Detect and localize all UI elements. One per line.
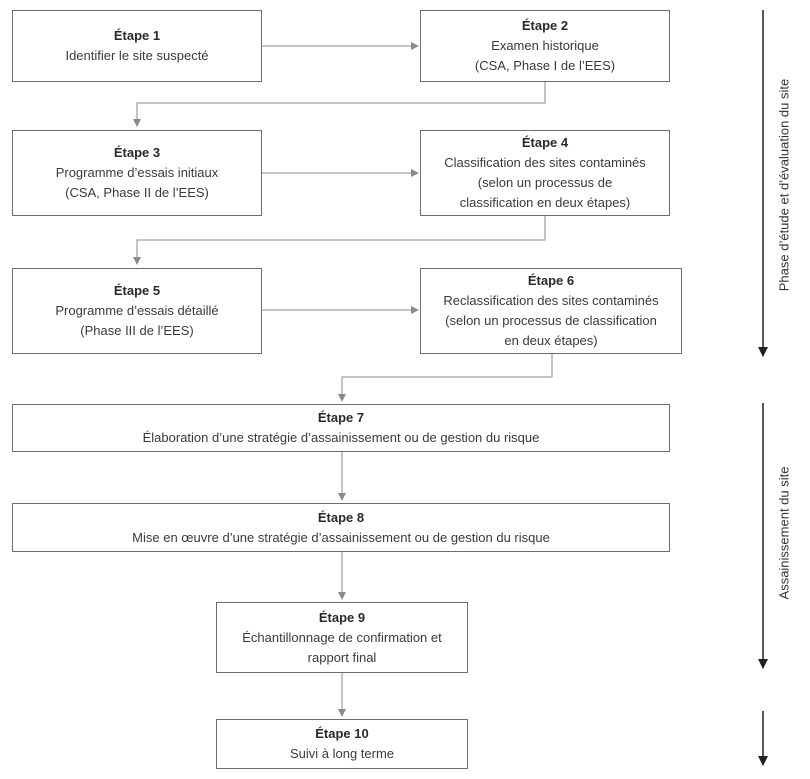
step-8-box: Étape 8 Mise en œuvre d’une stratégie d’…	[12, 503, 670, 552]
step-4-title: Étape 4	[521, 135, 569, 150]
step-6-box: Étape 6 Reclassification des sites conta…	[420, 268, 682, 354]
step-2-box: Étape 2 Examen historique (CSA, Phase I …	[420, 10, 670, 82]
step-9-line: rapport final	[307, 649, 377, 665]
arrow-step6-step7	[338, 353, 553, 402]
step-7-box: Étape 7 Élaboration d’une stratégie d’as…	[12, 404, 670, 452]
step-7-line: Élaboration d’une stratégie d’assainisse…	[142, 430, 540, 445]
step-7-title: Étape 7	[317, 410, 365, 425]
step-5-title: Étape 5	[113, 283, 161, 298]
step-8-title: Étape 8	[317, 509, 365, 525]
step-8-line: Mise en œuvre d’une stratégie d’assainis…	[132, 529, 550, 545]
step-2-title: Étape 2	[521, 18, 569, 33]
step-6-line: Reclassification des sites contaminés	[443, 293, 659, 308]
step-2-line: (CSA, Phase I de l’EES)	[474, 58, 616, 73]
step-10-line: Suivi à long terme	[289, 746, 395, 761]
step-4-box: Étape 4 Classification des sites contami…	[420, 130, 670, 216]
step-3-box: Étape 3 Programme d’essais initiaux (CSA…	[12, 130, 262, 216]
step-5-line: Programme d’essais détaillé	[55, 303, 219, 318]
step-4-line: classification en deux étapes)	[459, 195, 631, 210]
step-3-line: Programme d’essais initiaux	[55, 165, 219, 180]
phase-label-remediation: Assainissement du site	[776, 466, 792, 600]
step-3-title: Étape 3	[113, 145, 161, 160]
step-10-box: Étape 10 Suivi à long terme	[216, 719, 468, 769]
step-4-line: Classification des sites contaminés	[444, 155, 646, 170]
step-2-line: Examen historique	[491, 38, 599, 53]
step-1-title: Étape 1	[113, 28, 161, 43]
step-9-line: Échantillonnage de confirmation et	[242, 629, 442, 645]
step-3-line: (CSA, Phase II de l’EES)	[65, 185, 209, 200]
phase-label-study: Phase d’étude et d’évaluation du site	[776, 78, 792, 292]
step-9-title: Étape 9	[318, 609, 366, 625]
arrow-step2-step3	[133, 82, 546, 127]
step-6-title: Étape 6	[527, 273, 575, 288]
step-10-title: Étape 10	[315, 726, 369, 741]
step-9-box: Étape 9 Échantillonnage de confirmation …	[216, 602, 468, 673]
step-4-line: (selon un processus de	[477, 175, 613, 190]
step-6-line: (selon un processus de classification	[445, 313, 657, 328]
step-1-line: Identifier le site suspecté	[65, 48, 209, 63]
step-6-line: en deux étapes)	[504, 333, 598, 348]
step-5-box: Étape 5 Programme d’essais détaillé (Pha…	[12, 268, 262, 354]
step-5-line: (Phase III de l’EES)	[80, 323, 194, 338]
arrow-step4-step5	[133, 216, 546, 265]
step-1-box: Étape 1 Identifier le site suspecté	[12, 10, 262, 82]
